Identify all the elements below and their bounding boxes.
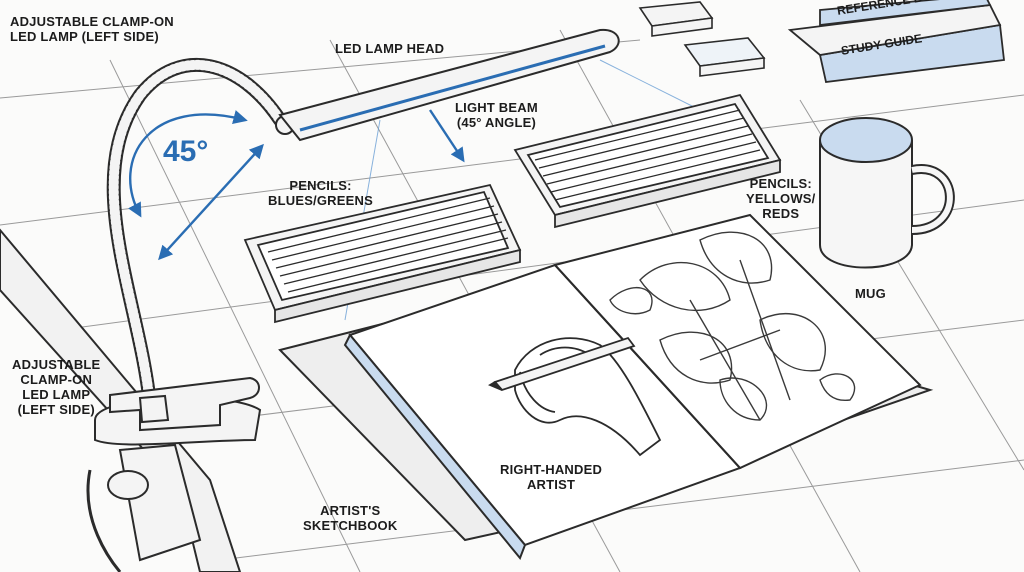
book-stack [787, 0, 1005, 83]
light-beam-label: LIGHT BEAM(45° ANGLE) [455, 100, 538, 130]
eraser-icon [638, 1, 766, 77]
pencils-yellow-label: PENCILS:YELLOWS/REDS [746, 176, 816, 221]
mug-icon [819, 117, 955, 269]
angle-label: 45° [163, 135, 209, 168]
pencil-tray-yellows [513, 93, 782, 229]
pencils-blue-label: PENCILS:BLUES/GREENS [268, 178, 373, 208]
lamp-icon [86, 28, 620, 572]
pencil-icon [488, 336, 636, 392]
pencil-icon [534, 109, 761, 201]
pencil-icon [267, 197, 509, 293]
lamp-head-label: LED LAMP HEAD [335, 41, 445, 56]
flower-icon [609, 231, 856, 421]
mug-label: MUG [855, 286, 886, 301]
